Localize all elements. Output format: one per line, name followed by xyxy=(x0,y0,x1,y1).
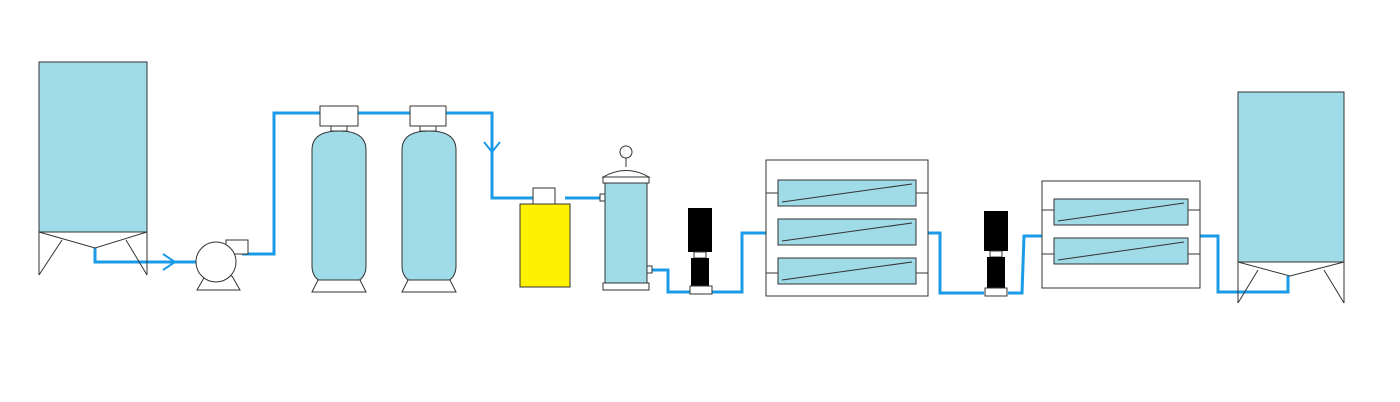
ro-membrane-2-1-element xyxy=(1057,202,1185,222)
raw-water-pump xyxy=(195,239,249,291)
filter-vessel-2 xyxy=(401,105,457,293)
cartridge-filter xyxy=(599,145,653,291)
raw-water-tank-leg-brace-left xyxy=(38,239,63,276)
high-pressure-pump-1-stack xyxy=(691,258,709,286)
raw-water-tank xyxy=(38,61,148,276)
filter-vessel-2-head xyxy=(409,105,447,127)
pipe-ro-2-to-product-tank xyxy=(1200,234,1290,294)
high-pressure-pump-2-base xyxy=(984,287,1008,297)
filter-vessel-2-body xyxy=(401,130,457,286)
pipe-network xyxy=(93,111,1290,295)
dosing-tank xyxy=(519,187,571,288)
filter-vessel-1-base xyxy=(311,279,367,293)
high-pressure-pump-2-stack xyxy=(987,257,1005,288)
high-pressure-pump-2 xyxy=(984,211,1008,297)
pipe-hp-pump-2-to-ro-2 xyxy=(1008,234,1052,295)
pipe-cartridge-to-hp-pump-1 xyxy=(650,268,690,294)
pipe-pump-to-filters xyxy=(242,111,320,256)
raw-water-tank-leg-brace-right xyxy=(125,239,148,276)
cartridge-filter-base xyxy=(602,282,650,291)
raw-water-pump-casing xyxy=(195,241,237,283)
cartridge-filter-outlet xyxy=(646,265,653,274)
cartridge-filter-top-band xyxy=(602,176,650,184)
high-pressure-pump-1-motor xyxy=(688,208,712,252)
high-pressure-pump-1-neck xyxy=(693,251,707,259)
ro-rack-stage-1 xyxy=(765,159,929,297)
high-pressure-pump-1 xyxy=(688,208,713,295)
cartridge-filter-inlet xyxy=(599,193,606,202)
dosing-tank-pump xyxy=(532,187,556,205)
filter-vessel-2-base xyxy=(401,279,457,293)
filter-vessel-2-valve xyxy=(419,125,437,132)
pressure-gauge-icon xyxy=(619,145,633,159)
flow-arrow-right-icon xyxy=(162,253,177,271)
ro-membrane-1-3-element xyxy=(781,261,913,281)
product-water-tank-body xyxy=(1237,91,1345,263)
cartridge-filter-cap xyxy=(601,170,651,178)
ro-membrane-2-2-element xyxy=(1057,241,1185,261)
dosing-tank-body xyxy=(519,203,571,288)
filter-vessel-1-body xyxy=(311,130,367,286)
high-pressure-pump-2-motor xyxy=(984,211,1008,251)
pipe-hp-pump-1-to-ro-1 xyxy=(712,231,776,294)
raw-water-tank-body xyxy=(38,61,148,233)
raw-water-tank-cone xyxy=(38,231,148,249)
product-water-tank-leg-brace-right xyxy=(1323,269,1345,304)
product-water-tank-cone xyxy=(1237,261,1345,277)
pipe-filters-to-dosing xyxy=(446,111,533,200)
product-water-tank-leg-brace-left xyxy=(1237,269,1259,304)
product-water-tank xyxy=(1237,91,1345,304)
cartridge-filter-body xyxy=(604,182,648,284)
ro-membrane-1-2-element xyxy=(781,222,913,242)
filter-vessel-1 xyxy=(311,105,367,293)
filter-vessel-1-head xyxy=(319,105,359,127)
ro-rack-stage-2 xyxy=(1041,180,1201,289)
high-pressure-pump-1-base xyxy=(689,285,713,295)
ro-rack-2-frame xyxy=(1041,180,1201,289)
high-pressure-pump-2-neck xyxy=(989,250,1003,258)
pipe-ro-1-to-hp-pump-2 xyxy=(928,231,984,295)
ro-membrane-1-1-element xyxy=(781,183,913,203)
filter-vessel-1-valve xyxy=(330,125,348,132)
flow-arrow-down-icon xyxy=(483,141,501,154)
